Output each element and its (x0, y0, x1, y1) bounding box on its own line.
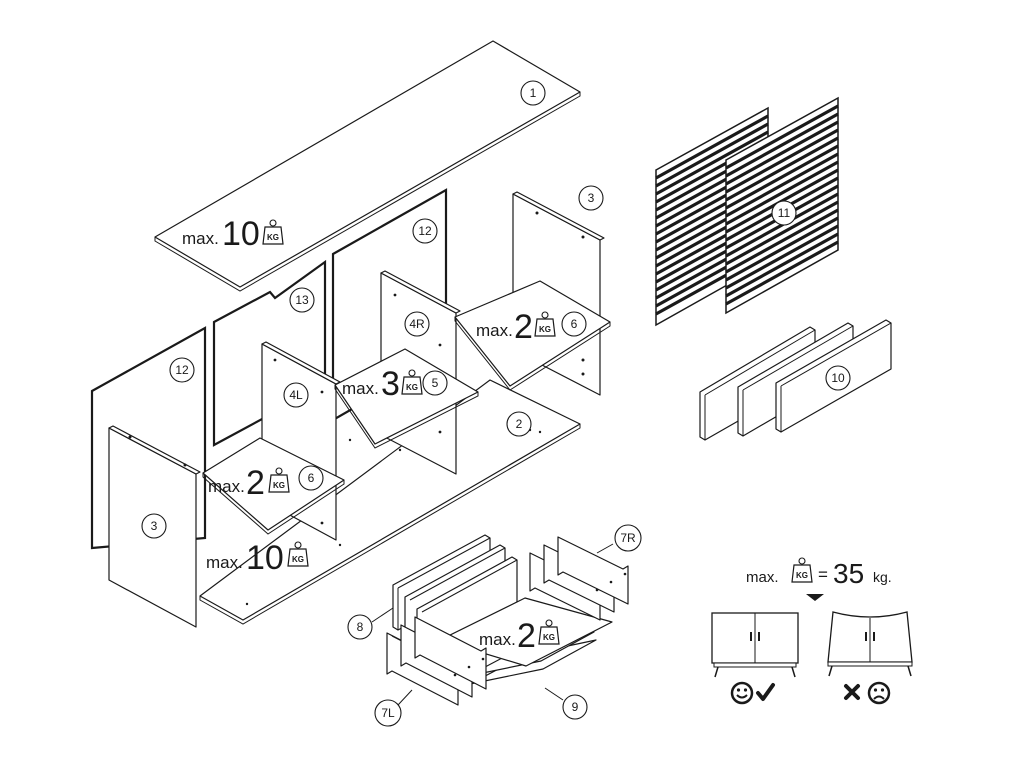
svg-text:KG: KG (406, 383, 418, 392)
part-shelf-center: 5 max. 3 KG (334, 348, 479, 449)
svg-text:35: 35 (833, 558, 864, 589)
svg-text:KG: KG (273, 481, 285, 490)
svg-text:max.: max. (479, 630, 516, 649)
weight-kg-icon: KG (534, 311, 556, 337)
load-label-shelf-left: max. 2 KG (208, 464, 290, 502)
load-label-bottom: max. 10 KG (206, 539, 309, 577)
svg-text:6: 6 (308, 471, 315, 485)
svg-text:12: 12 (418, 224, 432, 238)
callout-11: 11 (771, 200, 797, 226)
callout-4L: 4L (283, 382, 309, 408)
svg-text:max.: max. (182, 229, 219, 248)
svg-text:7R: 7R (620, 531, 636, 545)
svg-text:KG: KG (267, 233, 279, 242)
callout-13: 13 (289, 287, 315, 313)
callout-9: 9 (562, 694, 588, 720)
weight-kg-icon: KG (538, 619, 560, 645)
svg-text:kg.: kg. (873, 569, 892, 585)
callout-12-right: 12 (412, 218, 438, 244)
smiley-check-icon (730, 681, 775, 705)
svg-text:3: 3 (381, 365, 400, 403)
svg-text:2: 2 (516, 417, 523, 431)
cabinet-incorrect (827, 611, 913, 705)
svg-text:10: 10 (246, 539, 284, 577)
callout-5: 5 (422, 370, 448, 396)
svg-text:max.: max. (208, 477, 245, 496)
svg-text:2: 2 (514, 308, 533, 346)
callout-6-left: 6 (298, 465, 324, 491)
svg-text:3: 3 (588, 191, 595, 205)
callout-3-right: 3 (578, 185, 604, 211)
svg-text:10: 10 (831, 371, 845, 385)
weight-kg-icon: KG (262, 219, 284, 245)
callout-3-left: 3 (141, 513, 167, 539)
svg-text:8: 8 (357, 620, 364, 634)
cabinet-correct (711, 612, 799, 705)
load-label-shelf-center: max. 3 KG (342, 365, 423, 403)
svg-text:4R: 4R (409, 317, 425, 331)
part-plinth-boards: 10 (699, 319, 892, 441)
weight-kg-icon: KG (401, 369, 423, 395)
part-shelf-right: 6 max. 2 KG (454, 280, 611, 391)
svg-text:KG: KG (539, 325, 551, 334)
svg-text:13: 13 (295, 293, 309, 307)
svg-text:KG: KG (292, 555, 304, 564)
svg-text:5: 5 (432, 376, 439, 390)
svg-text:max.: max. (746, 569, 779, 586)
drawer-assembly: max. 2 KG 8 7R 9 7L (347, 524, 642, 727)
callout-4R: 4R (404, 311, 430, 337)
load-label-top: max. 10 KG (182, 215, 284, 253)
weight-kg-icon: KG (268, 467, 290, 493)
callout-10: 10 (825, 365, 851, 391)
callout-12-left: 12 (169, 357, 195, 383)
svg-text:12: 12 (175, 363, 189, 377)
svg-text:2: 2 (246, 464, 265, 502)
svg-text:7L: 7L (381, 706, 395, 720)
part-shelf-left: 6 max. 2 KG (202, 437, 345, 535)
part-top: 1 max. 10 KG (154, 40, 581, 292)
callout-7R: 7R (614, 524, 642, 552)
part-bottom: 2 max. 10 KG (199, 379, 581, 625)
svg-text:6: 6 (571, 317, 578, 331)
svg-text:9: 9 (572, 700, 579, 714)
svg-text:=: = (818, 565, 828, 584)
load-label-drawer: max. 2 KG (479, 617, 560, 655)
svg-text:KG: KG (796, 571, 808, 580)
svg-text:2: 2 (517, 617, 536, 655)
callout-6-right: 6 (561, 311, 587, 337)
callout-1: 1 (520, 80, 546, 106)
down-arrow-icon (806, 594, 824, 601)
part-slatted-doors: 11 (655, 96, 839, 327)
weight-kg-icon: KG (791, 557, 813, 583)
callout-8: 8 (347, 614, 373, 640)
svg-text:3: 3 (151, 519, 158, 533)
svg-text:KG: KG (543, 633, 555, 642)
svg-text:4L: 4L (289, 388, 303, 402)
svg-text:1: 1 (530, 86, 537, 100)
svg-text:11: 11 (778, 206, 791, 220)
callout-7L: 7L (374, 699, 402, 727)
svg-text:max.: max. (476, 321, 513, 340)
part-side-left: 3 (108, 425, 201, 628)
svg-text:10: 10 (222, 215, 260, 253)
callout-2: 2 (506, 411, 532, 437)
svg-text:max.: max. (342, 379, 379, 398)
total-load-info: max. KG = 35 kg. (746, 557, 892, 601)
svg-text:max.: max. (206, 553, 243, 572)
load-label-shelf-right: max. 2 KG (476, 308, 556, 346)
cross-frown-icon (844, 681, 891, 705)
weight-kg-icon: KG (287, 541, 309, 567)
